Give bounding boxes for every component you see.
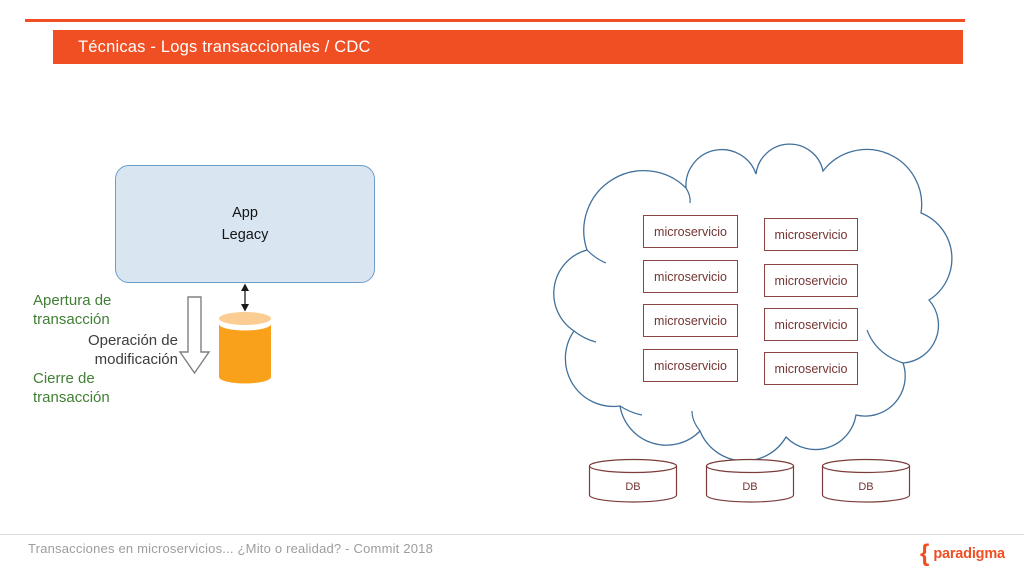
microservice-box: microservicio: [643, 260, 738, 293]
label-operacion-modificacion: Operación de modificación: [87, 332, 178, 368]
logo-brace-icon: {: [920, 540, 930, 567]
database-cylinder-icon: [705, 458, 795, 503]
microservice-label: microservicio: [654, 224, 727, 239]
app-box-line1: App: [232, 205, 258, 221]
footer-caption: Transacciones en microservicios... ¿Mito…: [28, 541, 434, 556]
accent-line: [25, 19, 965, 22]
microservice-box: microservicio: [643, 304, 738, 337]
double-headed-arrow-icon: [241, 283, 249, 312]
logo-text: paradigma: [933, 546, 1005, 562]
microservice-label: microservicio: [774, 361, 848, 376]
db-cylinder: DB: [588, 458, 678, 506]
database-cylinder-icon: [821, 458, 911, 503]
microservice-label: microservicio: [654, 269, 727, 284]
microservice-label: microservicio: [654, 313, 727, 328]
microservice-box: microservicio: [764, 352, 858, 385]
microservice-label: microservicio: [774, 317, 848, 332]
microservice-box: microservicio: [643, 215, 738, 248]
microservice-label: microservicio: [774, 273, 848, 288]
app-legacy-box: App Legacy: [115, 165, 375, 283]
db-cylinder: DB: [705, 458, 795, 506]
microservice-box: microservicio: [643, 349, 738, 382]
slide-title: Técnicas - Logs transaccionales / CDC: [78, 37, 371, 56]
label-cierre-transaccion: Cierre de transacción: [33, 370, 110, 406]
db-label: DB: [858, 481, 874, 493]
microservice-label: microservicio: [774, 227, 848, 242]
microservice-box: microservicio: [764, 264, 858, 297]
paradigma-logo: { paradigma: [920, 539, 1005, 569]
microservice-box: microservicio: [764, 218, 858, 251]
orange-database-cylinder-icon: [219, 312, 271, 384]
microservice-label: microservicio: [654, 358, 727, 373]
app-box-line2: Legacy: [221, 227, 269, 243]
title-bar: Técnicas - Logs transaccionales / CDC: [53, 30, 963, 64]
cloud-icon: [553, 143, 953, 462]
label-apertura-transaccion: Apertura de transacción: [33, 292, 112, 328]
footer-divider: [0, 534, 1024, 535]
down-outline-arrow-icon: [178, 296, 211, 375]
db-label: DB: [742, 481, 758, 493]
db-cylinder: DB: [821, 458, 911, 506]
db-label: DB: [625, 481, 641, 493]
database-cylinder-icon: [588, 458, 678, 503]
microservice-box: microservicio: [764, 308, 858, 341]
